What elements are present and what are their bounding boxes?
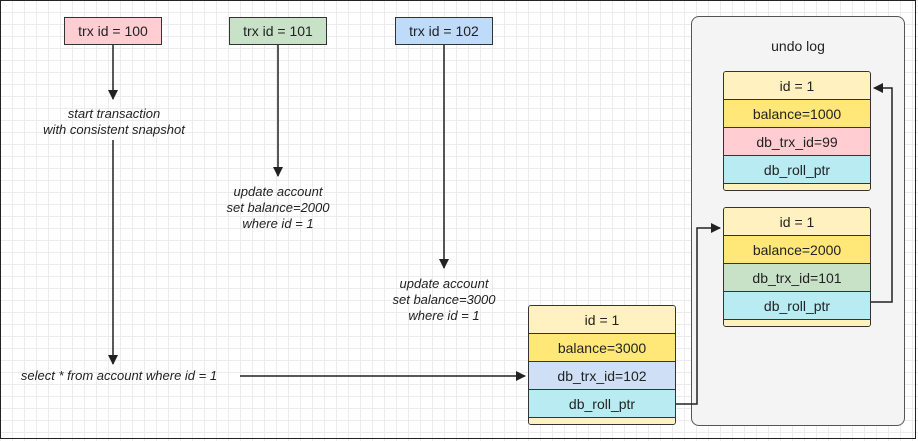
record-b-ptr-to-record-a-arrow: [871, 83, 893, 303]
record-b-trx-id: db_trx_id=101: [724, 264, 870, 292]
undo-log-title: undo log: [771, 38, 825, 54]
record-a-roll-ptr: db_roll_ptr: [724, 156, 870, 184]
record-a-tail: [724, 184, 870, 190]
record-b-tail: [724, 320, 870, 326]
current-record-balance: balance=3000: [529, 334, 675, 362]
trx-102-box: trx id = 102: [395, 17, 493, 45]
trx-101-box: trx id = 101: [229, 17, 327, 45]
record-b-id: id = 1: [724, 208, 870, 236]
current-record: id = 1 balance=3000 db_trx_id=102 db_rol…: [528, 305, 676, 425]
current-record-trx-id: db_trx_id=102: [529, 362, 675, 390]
note-update-3000: update account set balance=3000 where id…: [392, 276, 496, 323]
current-record-tail: [529, 418, 675, 424]
current-record-roll-ptr: db_roll_ptr: [529, 390, 675, 418]
note-update-2000: update account set balance=2000 where id…: [226, 184, 330, 231]
record-a-trx-id: db_trx_id=99: [724, 128, 870, 156]
current-ptr-to-record-b-arrow: [676, 223, 721, 405]
record-a-balance: balance=1000: [724, 100, 870, 128]
trx-100-box: trx id = 100: [64, 17, 162, 45]
undo-record-b: id = 1 balance=2000 db_trx_id=101 db_rol…: [723, 207, 871, 327]
record-b-roll-ptr: db_roll_ptr: [724, 292, 870, 320]
current-record-id: id = 1: [529, 306, 675, 334]
record-b-balance: balance=2000: [724, 236, 870, 264]
record-a-id: id = 1: [724, 72, 870, 100]
undo-record-a: id = 1 balance=1000 db_trx_id=99 db_roll…: [723, 71, 871, 191]
note-start-transaction: start transaction with consistent snapsh…: [43, 106, 185, 137]
note-select: select * from account where id = 1: [20, 368, 218, 383]
